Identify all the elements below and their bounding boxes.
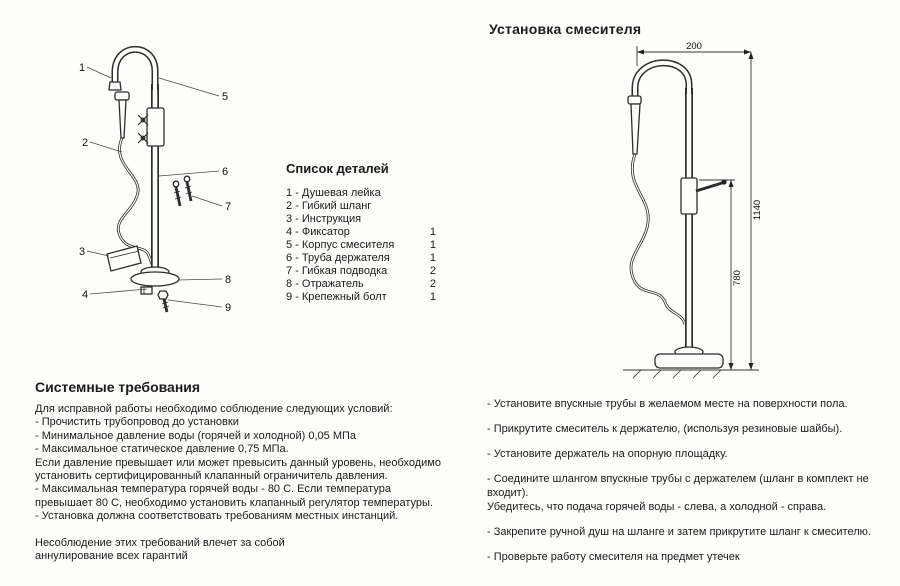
parts-list-item: 8 - Отражатель 2 [286, 278, 436, 291]
part-qty [418, 187, 436, 200]
part-qty: 1 [429, 291, 436, 303]
part-label: 7 - Гибкая подводка [286, 265, 388, 277]
lever-handle [695, 181, 723, 193]
part-label: 5 - Корпус смесителя [286, 239, 395, 251]
system-requirements-title: Системные требования [35, 379, 201, 395]
installation-step: - Установите держатель на опорную площад… [487, 448, 728, 460]
part-label: 2 - Гибкий шланг [286, 200, 372, 212]
part-label: 9 - Крепежный болт [286, 291, 387, 303]
parts-list-item: 3 - Инструкция [286, 213, 436, 226]
dimension-label: 200 [686, 41, 702, 52]
part-qty [418, 213, 436, 226]
part-qty: 2 [429, 278, 436, 290]
callout-number: 1 [79, 62, 85, 74]
installation-step: - Закрепите ручной душ на шланге и затем… [487, 526, 871, 538]
part-label: 8 - Отражатель [286, 278, 364, 290]
faucet-installation-drawing: 200 1140 780 [623, 41, 763, 379]
mixer-body [680, 177, 698, 215]
dimension-label: 780 [732, 270, 743, 286]
hand-shower-head [627, 95, 642, 105]
callout-number: 2 [82, 137, 88, 149]
system-requirements-text: Для исправной работы необходимо соблюден… [35, 403, 441, 563]
dimension-label: 1140 [752, 200, 763, 220]
parts-list-title: Список деталей [286, 161, 389, 176]
parts-list-item: 6 - Труба держателя 1 [286, 252, 436, 265]
mounting-platform [654, 353, 724, 369]
part-label: 4 - Фиксатор [286, 226, 350, 238]
lever-knob [721, 179, 727, 185]
installation-step: - Прикрутите смеситель к держателю, (исп… [487, 423, 843, 435]
parts-diagram: 1 2 3 4 5 6 7 8 9 [55, 26, 290, 351]
part-label: 1 - Душевая лейка [286, 187, 381, 199]
instruction-booklet [106, 245, 142, 272]
hand-shower-wand [630, 103, 641, 155]
installation-step: - Проверьте работу смесителя на предмет … [487, 551, 740, 563]
parts-list-item: 7 - Гибкая подводка 2 [286, 265, 436, 278]
callout-number: 5 [222, 91, 228, 103]
installation-steps: - Установите впускные трубы в желаемом м… [487, 397, 892, 575]
spout-tip [108, 81, 122, 91]
dimension-lower-height: 780 [699, 179, 743, 370]
callout-number: 4 [82, 289, 88, 301]
cross-handle [137, 114, 149, 126]
callout-number: 7 [225, 201, 231, 213]
floor-hatching [632, 369, 722, 379]
part-qty: 2 [429, 265, 436, 277]
installation-step: - Соедините шлангом впускные трубы с дер… [487, 473, 869, 513]
hand-shower-head [114, 91, 130, 101]
mixer-body [146, 107, 165, 147]
callout-number: 8 [225, 274, 231, 286]
part-label: 3 - Инструкция [286, 213, 362, 225]
shower-hose [629, 153, 687, 325]
dimension-width: 200 [636, 41, 751, 66]
parts-list-item: 9 - Крепежный болт 1 [286, 291, 436, 304]
fixator [140, 286, 153, 295]
callout-leaders [86, 66, 223, 308]
reflector-flange [130, 271, 180, 287]
faucet-parts-drawing: 1 2 3 4 5 6 7 8 9 [79, 45, 231, 314]
supply-connectors [172, 175, 193, 207]
mounting-bolt [157, 290, 170, 313]
parts-list-item: 4 - Фиксатор 1 [286, 226, 436, 239]
cross-handle [137, 132, 149, 144]
parts-list-item: 2 - Гибкий шланг [286, 200, 436, 213]
part-qty [418, 200, 436, 213]
part-qty: 1 [429, 226, 436, 238]
callout-number: 9 [225, 302, 231, 314]
hand-shower-wand [118, 99, 127, 139]
installation-step: - Установите впускные трубы в желаемом м… [487, 398, 848, 410]
parts-list: 1 - Душевая лейка 2 - Гибкий шланг 3 - И… [286, 187, 436, 304]
part-qty: 1 [429, 252, 436, 264]
part-label: 6 - Труба держателя [286, 252, 390, 264]
installation-diagram: 200 1140 780 [583, 40, 783, 405]
parts-list-item: 1 - Душевая лейка [286, 187, 436, 200]
callout-number: 3 [79, 246, 85, 258]
dimension-total-height: 1140 [748, 52, 763, 370]
installation-title: Установка смесителя [489, 21, 642, 37]
callout-numbers: 1 2 3 4 5 6 7 8 9 [79, 62, 231, 314]
part-qty: 1 [429, 239, 436, 251]
parts-list-item: 5 - Корпус смесителя 1 [286, 239, 436, 252]
callout-number: 6 [222, 166, 228, 178]
